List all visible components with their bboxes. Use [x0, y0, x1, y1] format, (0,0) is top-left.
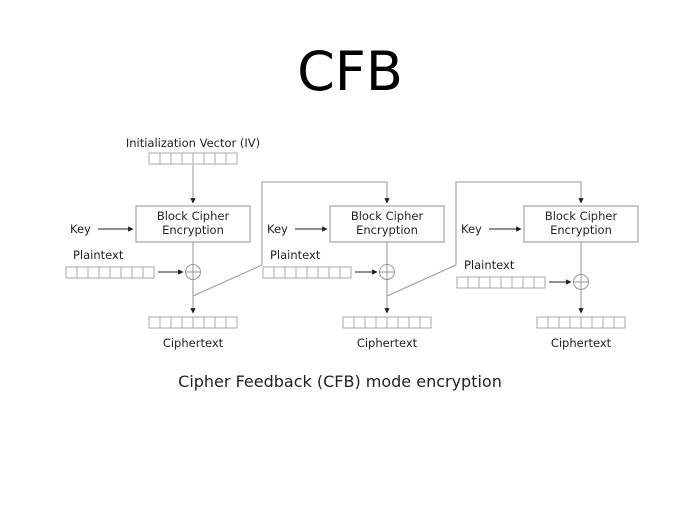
plaintext-label-2: Plaintext — [270, 248, 321, 262]
feedback-path-2 — [261, 181, 390, 265]
block-cipher-label-line2: Encryption — [356, 223, 418, 237]
key-label-3: Key — [461, 222, 482, 236]
iv-label: Initialization Vector (IV) — [126, 136, 260, 150]
block-cipher-label-line2: Encryption — [550, 223, 612, 237]
ciphertext-register-3 — [536, 316, 626, 329]
ciphertext-label-3: Ciphertext — [551, 336, 612, 350]
ciphertext-register-1 — [148, 316, 238, 329]
xor-node-1 — [184, 263, 202, 281]
plaintext-label-3: Plaintext — [464, 258, 515, 272]
block-cipher-box-3 — [523, 205, 639, 243]
feedback-path-3 — [455, 181, 584, 265]
ciphertext-label-1: Ciphertext — [163, 336, 224, 350]
block-cipher-box-2 — [329, 205, 445, 243]
feedback-diagonal-1 — [192, 264, 263, 297]
ciphertext-label-2: Ciphertext — [357, 336, 418, 350]
xor-node-3 — [572, 273, 590, 291]
plaintext-label-1: Plaintext — [73, 248, 124, 262]
page-title: CFB — [297, 40, 403, 103]
cfb-block-3: Block Cipher Encryption Key Plaintext — [455, 181, 639, 350]
ciphertext-register-2 — [342, 316, 432, 329]
plaintext-register-3 — [456, 276, 546, 289]
xor-node-2 — [378, 263, 396, 281]
cfb-block-1: Initialization Vector (IV) Block Cipher … — [65, 136, 263, 350]
feedback-diagonal-2 — [386, 264, 457, 297]
key-label-2: Key — [267, 222, 288, 236]
plaintext-register-1 — [65, 266, 155, 279]
plaintext-register-2 — [262, 266, 352, 279]
diagram-caption: Cipher Feedback (CFB) mode encryption — [178, 372, 502, 391]
block-cipher-label-line1: Block Cipher — [351, 209, 424, 223]
block-cipher-label-line1: Block Cipher — [157, 209, 230, 223]
iv-register — [148, 152, 238, 165]
block-cipher-box-1 — [135, 205, 251, 243]
block-cipher-label-line2: Encryption — [162, 223, 224, 237]
block-cipher-label-line1: Block Cipher — [545, 209, 618, 223]
cfb-block-2: Block Cipher Encryption Key Plaintext — [261, 181, 457, 350]
key-label-1: Key — [70, 222, 91, 236]
